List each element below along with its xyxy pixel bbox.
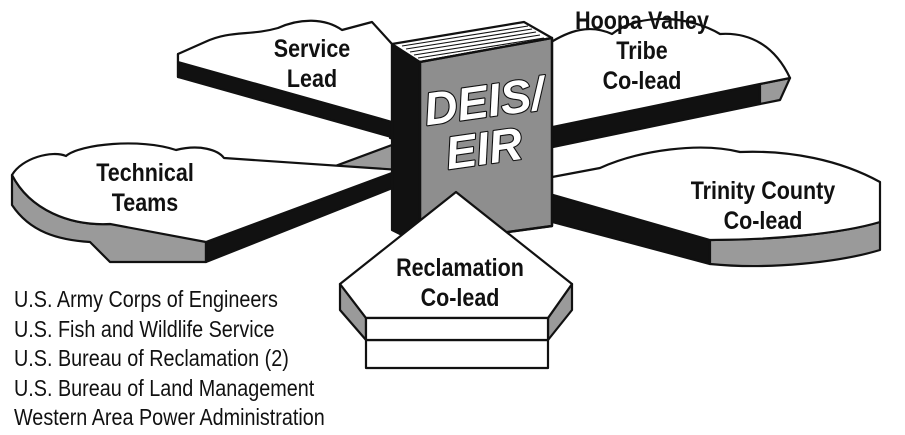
agency-item: U.S. Fish and Wildlife Service <box>14 315 275 342</box>
agency-list: U.S. Army Corps of Engineers U.S. Fish a… <box>14 285 325 433</box>
hoopa-arrow <box>546 17 792 150</box>
service-lead-label: Service Lead <box>269 34 355 94</box>
deis-eir-book: DEIS/ EIR <box>390 20 554 246</box>
service-lead-line-1: Service <box>273 35 351 63</box>
agency-item: U.S. Bureau of Land Management <box>14 374 315 401</box>
hoopa-label: Hoopa Valley Tribe Co-lead <box>565 6 720 96</box>
hoopa-line-3: Co-lead <box>602 67 682 95</box>
service-lead-line-2: Lead <box>286 65 338 93</box>
technical-line-2: Teams <box>111 189 179 217</box>
reclamation-line-1: Reclamation <box>396 254 524 282</box>
reclamation-line-2: Co-lead <box>420 284 500 312</box>
trinity-label: Trinity County Co-lead <box>681 176 844 236</box>
agency-item: Western Area Power Administration <box>14 404 325 430</box>
technical-line-1: Technical <box>96 159 194 187</box>
book-title-line-2: EIR <box>442 117 525 179</box>
agency-item: U.S. Bureau of Reclamation (2) <box>14 345 289 371</box>
reclamation-arrow <box>338 190 574 370</box>
service-lead-arrow <box>176 19 404 144</box>
hoopa-line-1: Hoopa Valley <box>575 7 709 35</box>
reclamation-label: Reclamation Co-lead <box>396 253 525 313</box>
trinity-arrow <box>513 146 882 268</box>
trinity-line-2: Co-lead <box>723 207 803 235</box>
agency-item: U.S. Army Corps of Engineers <box>14 286 278 312</box>
hoopa-line-2: Tribe <box>616 37 668 65</box>
technical-teams-arrow <box>10 140 402 264</box>
trinity-line-1: Trinity County <box>690 177 836 205</box>
technical-teams-label: Technical Teams <box>89 158 201 218</box>
